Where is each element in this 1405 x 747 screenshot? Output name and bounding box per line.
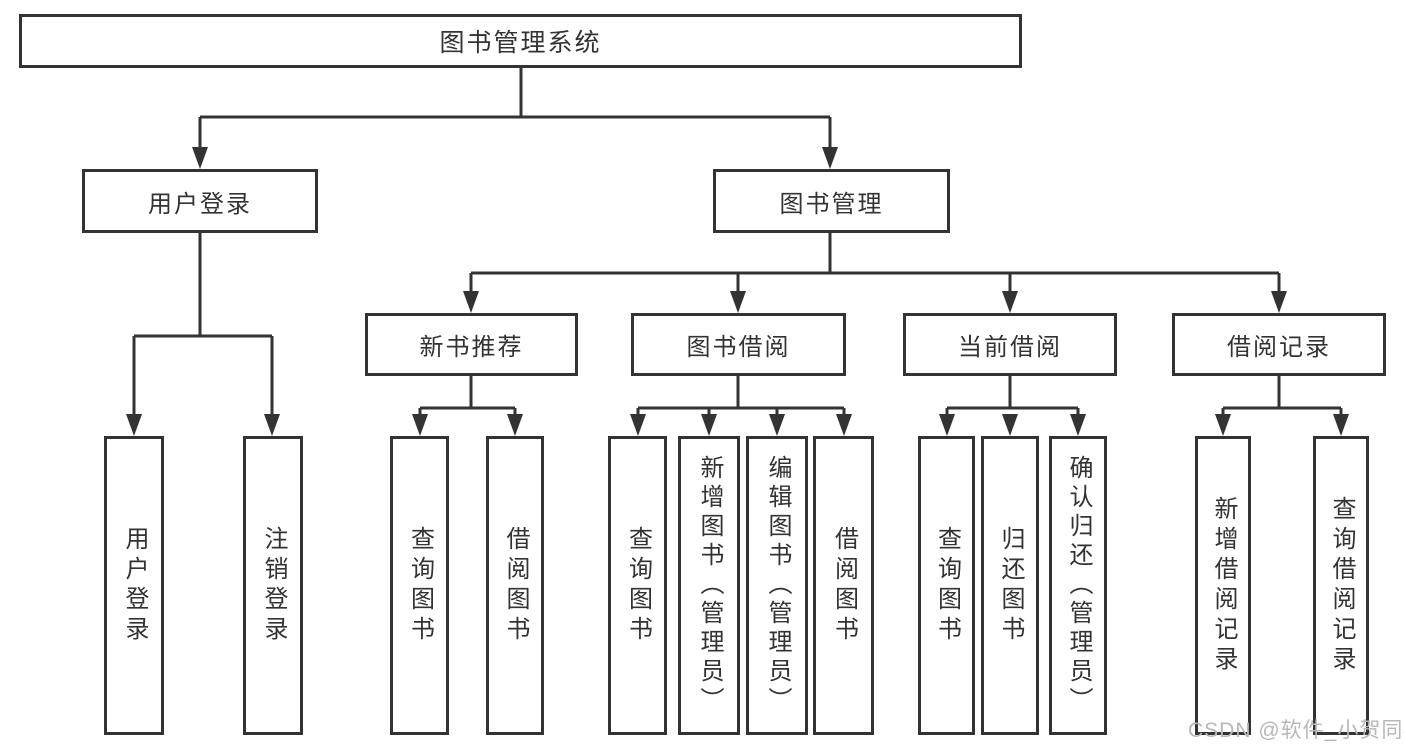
leaf-label: 用户登录	[121, 525, 148, 646]
leaf-label: 注销登录	[260, 525, 287, 646]
node-current-borrowing: 当前借阅	[903, 313, 1117, 376]
leaf-logout: 注销登录	[243, 436, 303, 735]
leaf-label: 归还图书	[997, 525, 1024, 646]
node-book-management: 图书管理	[713, 169, 950, 233]
leaf-return-books: 归还图书	[981, 436, 1039, 735]
node-book-borrowing: 图书借阅	[631, 313, 846, 376]
leaf-label: 查询图书	[933, 525, 961, 646]
leaf-label: 查询图书	[624, 525, 652, 646]
leaf-add-borrow-record: 新增借阅记录	[1195, 436, 1251, 735]
leaf-query-books-current: 查询图书	[918, 436, 975, 735]
leaf-query-borrow-record: 查询借阅记录	[1313, 436, 1369, 735]
leaf-confirm-return-admin: 确认归还（管理员）	[1049, 436, 1107, 735]
node-label: 借阅记录	[1227, 334, 1331, 361]
leaf-label: 新增图书（管理员）	[696, 455, 723, 716]
leaf-borrow-books-recommend: 借阅图书	[486, 436, 544, 735]
node-label: 当前借阅	[958, 334, 1062, 361]
leaf-label: 确认归还（管理员）	[1065, 455, 1092, 716]
leaf-label: 查询借阅记录	[1328, 495, 1355, 676]
node-user-login: 用户登录	[82, 169, 318, 233]
node-label: 图书借阅	[686, 334, 791, 361]
leaf-borrow-books: 借阅图书	[813, 436, 874, 735]
root-label: 图书管理系统	[439, 29, 602, 57]
node-label: 用户登录	[148, 190, 252, 218]
leaf-label: 新增借阅记录	[1210, 495, 1237, 676]
node-borrowing-records: 借阅记录	[1172, 313, 1386, 376]
leaf-user-login: 用户登录	[104, 436, 164, 735]
leaf-add-books-admin: 新增图书（管理员）	[678, 436, 740, 735]
leaf-query-books-recommend: 查询图书	[390, 436, 449, 735]
leaf-label: 借阅图书	[502, 525, 529, 646]
node-label: 新书推荐	[419, 334, 524, 361]
leaf-label: 编辑图书（管理员）	[764, 455, 791, 716]
node-new-book-recommendation: 新书推荐	[365, 313, 578, 376]
leaf-label: 查询图书	[406, 525, 434, 646]
node-library-management-system: 图书管理系统	[19, 14, 1022, 68]
leaf-label: 借阅图书	[830, 525, 858, 646]
node-label: 图书管理	[779, 190, 884, 218]
leaf-edit-books-admin: 编辑图书（管理员）	[746, 436, 808, 735]
leaf-query-books-borrowing: 查询图书	[608, 436, 667, 735]
csdn-watermark: CSDN @软件_小贺同学	[1188, 719, 1405, 742]
